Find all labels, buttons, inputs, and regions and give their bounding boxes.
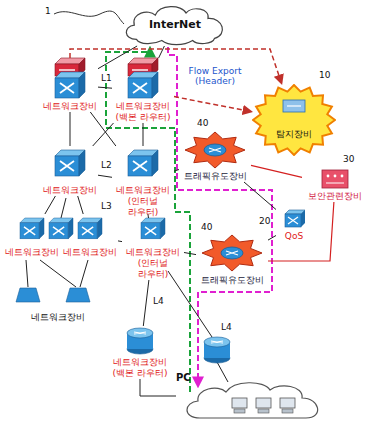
traffic-steering-device: 트래픽유도장비 — [179, 132, 251, 182]
network-device: 네트워크장비 — [42, 146, 98, 196]
layer-label: L1 — [100, 73, 113, 83]
network-device: 네트워크장비 — [42, 58, 98, 112]
network-link — [143, 123, 144, 146]
node-label: 보안관련장비 — [302, 191, 368, 202]
pc-base — [282, 409, 293, 413]
node-label: PC — [176, 372, 326, 384]
node-label: 네트워크장비 (인터널 라우터) — [122, 247, 184, 280]
access-device — [16, 288, 40, 302]
outbound-flow — [168, 47, 272, 386]
callout-number: 40 — [196, 118, 209, 128]
detector-icon — [283, 100, 305, 112]
network-link — [118, 240, 122, 242]
flow-export-arrow — [174, 97, 252, 112]
network-link — [159, 46, 165, 58]
network-link — [98, 87, 112, 88]
node-label: QoS — [276, 231, 312, 242]
network-link — [98, 175, 112, 177]
node-label: 네트워크장비 (백본 라우터) — [109, 357, 171, 379]
cloud-shape — [187, 383, 318, 418]
router-cylinder — [204, 337, 230, 363]
node-label: 네트워크장비 — [42, 185, 98, 196]
traffic-star-icon — [185, 132, 245, 168]
pc-cloud: PC — [176, 372, 326, 420]
network-link — [90, 112, 116, 146]
node-label: 탐지장비 — [276, 129, 312, 140]
backbone-router: 네트워크장비 (백본 라우터) — [109, 326, 171, 379]
switch-icon — [128, 150, 158, 176]
node-label: 트래픽유도장비 — [179, 171, 251, 182]
network-link — [268, 202, 334, 261]
switch-icon — [78, 218, 102, 239]
node-label: InterNet — [149, 18, 201, 31]
network-link — [184, 253, 196, 255]
layer-label: L2 — [100, 160, 113, 170]
network-device: 네트워크장비 — [62, 214, 118, 258]
detection-device: 탐지장비 — [252, 84, 336, 156]
pc-monitor — [256, 398, 271, 408]
network-link — [93, 123, 114, 146]
network-link — [45, 196, 56, 214]
switch-icon — [20, 218, 44, 239]
traffic-star-icon — [202, 235, 262, 271]
internet-cloud: InterNet — [120, 2, 230, 46]
flow-export-arrow — [70, 49, 282, 84]
node-label: 네트워크장비 (인터널 라우터) — [112, 185, 174, 218]
node-label: 네트워크장비 — [4, 247, 60, 258]
network-link — [70, 112, 71, 146]
leader-line — [54, 11, 124, 24]
qos-device: QoS — [276, 208, 312, 242]
callout-number: 40 — [200, 222, 213, 232]
detector-icon — [287, 105, 301, 106]
router-cylinder — [127, 328, 153, 354]
pc-monitor — [280, 398, 295, 408]
traffic-steering-device: 트래픽유도장비 — [196, 236, 268, 286]
callout-number: 1 — [44, 6, 52, 16]
internal-router: 네트워크장비 (인터널 라우터) — [112, 146, 174, 218]
pc-base — [258, 409, 269, 413]
internal-router: 네트워크장비 (인터널 라우터) — [122, 214, 184, 280]
switch-icon — [49, 218, 73, 239]
network-link — [143, 280, 149, 326]
switch-icon — [55, 72, 85, 98]
network-link — [174, 170, 179, 172]
node-label: 네트워크장비 — [42, 101, 98, 112]
callout-number: 10 — [318, 70, 331, 80]
switch-icon — [128, 72, 158, 98]
callout-number: 20 — [258, 216, 271, 226]
layer-label: L4 — [152, 296, 165, 306]
security-device: 보안관련장비 — [302, 168, 368, 202]
qos-icon — [285, 210, 305, 227]
inbound-flow — [106, 48, 190, 392]
backbone-router: 네트워크장비 (백본 라우터) — [112, 58, 174, 123]
access-device — [66, 288, 90, 302]
node-label: 트래픽유도장비 — [196, 275, 268, 286]
pc-base — [234, 409, 245, 413]
switch-icon — [55, 150, 85, 176]
node-label: 네트워크장비 (백본 라우터) — [112, 101, 174, 123]
network-link — [244, 182, 276, 210]
switch-icon — [141, 218, 165, 239]
security-icon — [322, 170, 348, 188]
layer-label: 네트워크장비 — [30, 312, 86, 322]
star-outline — [252, 84, 336, 156]
callout-number: 30 — [342, 154, 355, 164]
network-link — [78, 196, 84, 214]
layer-label: L4 — [220, 322, 233, 332]
network-link — [251, 165, 302, 177]
star-shape — [253, 85, 335, 155]
pc-monitor — [232, 398, 247, 408]
cloud-shape — [126, 7, 222, 45]
network-link — [140, 379, 176, 396]
edge-label: Flow Export (Header) — [182, 66, 248, 86]
layer-label: L3 — [100, 201, 113, 211]
node-label: 네트워크장비 — [62, 247, 118, 258]
network-link — [268, 236, 276, 241]
pc-outline — [176, 372, 326, 420]
wire — [26, 198, 228, 382]
network-device: 네트워크장비 — [4, 214, 60, 258]
